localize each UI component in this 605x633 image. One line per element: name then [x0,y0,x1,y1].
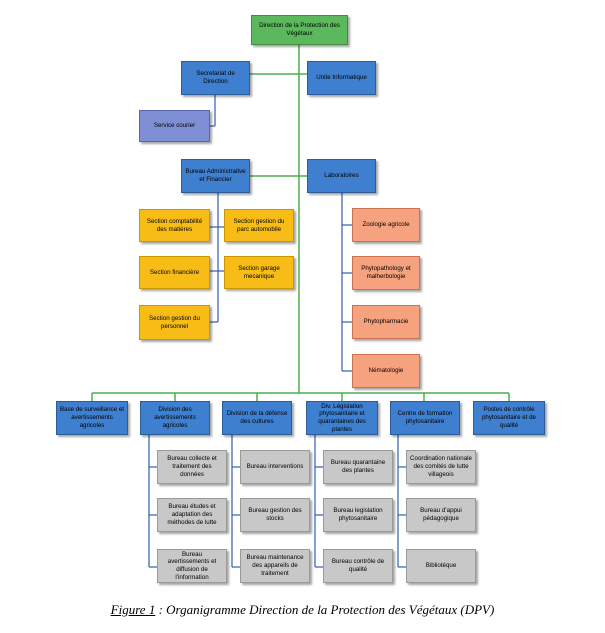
box-unite-informatique: Unite Informatique [307,61,376,95]
caption-label: Figure 1 [110,602,156,617]
box-service-courier: Service courier [139,110,210,142]
box-bureau-stocks: Bureau gestion des stocks [240,498,310,532]
box-div-base-surveillance: Base de surveillance et avertissements a… [56,401,128,435]
box-div-postes: Postes de contrôle phytosanitaire et de … [473,401,545,435]
box-bureau-quarantaine: Bureau quarantaine des plantes [323,450,393,484]
caption-text: : Organigramme Direction de la Protectio… [155,602,495,617]
box-bureau-appui: Bureau d’appui pédagogique [406,498,476,532]
box-bureau-legislation: Bureau legislation phytosanitaire [323,498,393,532]
box-coordination-nationale: Coordination nationale des comités de lu… [406,450,476,484]
box-bureau-interventions: Bureau interventions [240,450,310,484]
box-section-comptabilite: Section comptabilité des matières [139,209,210,242]
box-section-financiere: Section financière [139,256,210,289]
box-direction: Direction de la Protection des Végétaux [251,15,348,45]
box-div-legislation: Div. Législation phytosanitaire et quara… [306,401,378,435]
box-bureau-maintenance: Bureau maintenance des appareils de trai… [240,549,310,583]
box-lab-zoologie: Zoologie agricole [352,208,420,242]
box-laboratoires: Laboratoires [307,159,376,193]
figure-caption: Figure 1 : Organigramme Direction de la … [0,602,605,618]
box-bureau-diffusion: Bureau avertissements et diffusion de l’… [157,549,227,583]
box-bibliotheque: Bibliotéque [406,549,476,583]
box-bureau-collecte: Bureau collecte et traitement des donnée… [157,450,227,484]
box-div-defense: Division de la défense des cultures [222,401,292,435]
box-div-formation: Centre de formation phytosanitaire [390,401,460,435]
box-section-personnel: Section gestion du personnel [139,305,210,340]
box-bureau-controle: Bureau contrôle de qualité [323,549,393,583]
box-bureau-administratif: Bureau Administrative et Financier [181,159,250,193]
box-section-garage: Section garage mecanique [224,256,294,289]
box-lab-nematologie: Nématologie [352,354,420,388]
box-secretariat: Secretariat de Direction [181,61,250,95]
box-lab-phytopathology: Phytopathology et malherbologie [352,256,420,290]
box-div-avertissements: Division des avertissements agricoles [140,401,210,435]
box-lab-phytopharmacie: Phytopharmacie [352,305,420,339]
box-bureau-etudes: Bureau études et adaptation des méthodes… [157,498,227,532]
box-section-parc: Section gestion du parc automobile [224,209,294,242]
